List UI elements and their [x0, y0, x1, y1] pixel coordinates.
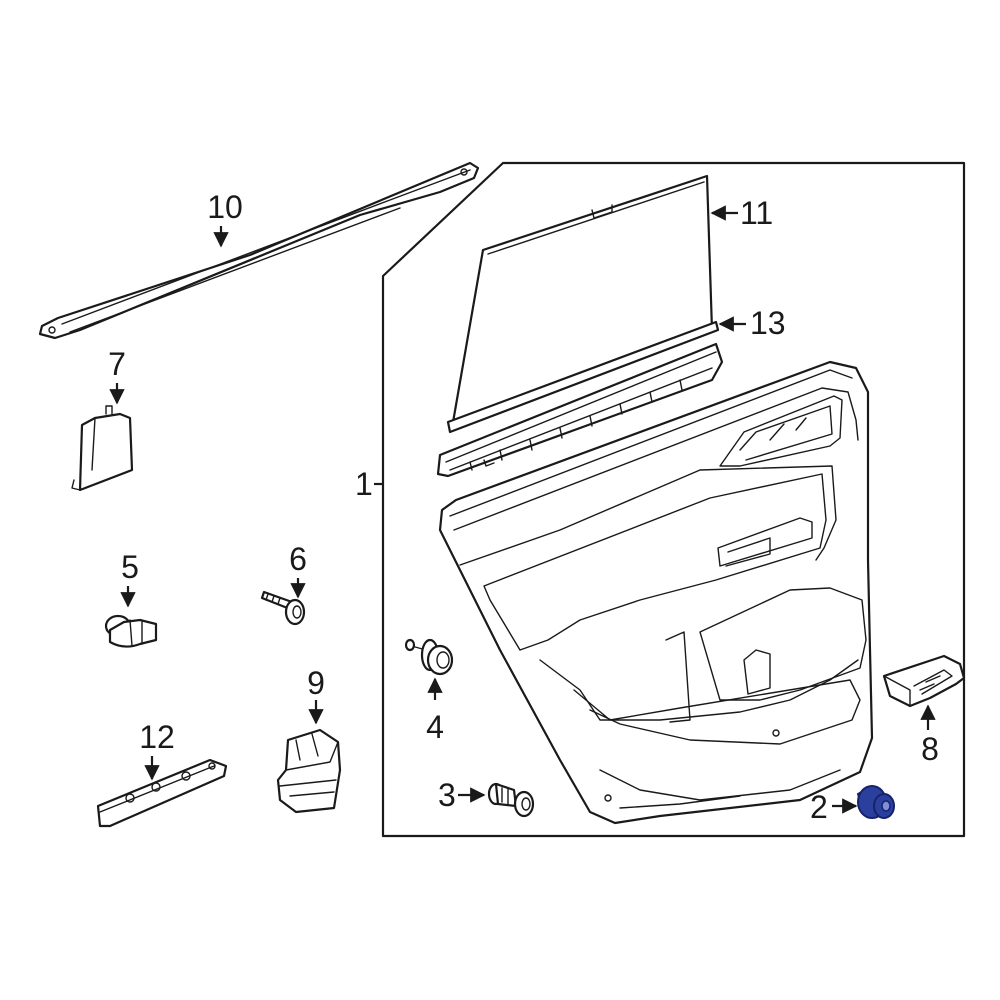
callout-2: 2	[810, 789, 828, 825]
callout-8: 8	[921, 731, 939, 767]
part-7-cover-cap[interactable]	[71, 405, 134, 492]
part-4-grommet[interactable]	[404, 638, 454, 676]
part-8-switch-bezel[interactable]	[882, 654, 966, 708]
callout-5: 5	[121, 549, 139, 585]
part-3-fastener[interactable]	[487, 782, 535, 818]
part-13-glass-seal[interactable]	[446, 320, 720, 434]
callout-13: 13	[750, 305, 786, 341]
callout-7: 7	[108, 346, 126, 382]
callout-12: 12	[139, 719, 175, 755]
part-6-screw[interactable]	[260, 590, 306, 626]
callout-3: 3	[438, 777, 456, 813]
part-1-door-panel[interactable]	[438, 360, 874, 825]
callout-9: 9	[307, 665, 325, 701]
part-2-highlighted-clip[interactable]	[856, 784, 895, 819]
part-5-clip[interactable]	[104, 614, 158, 648]
callout-1: 1	[355, 466, 373, 502]
part-12-bracket[interactable]	[96, 758, 228, 828]
part-10-belt-molding[interactable]	[38, 161, 480, 340]
callout-10: 10	[207, 189, 243, 225]
callout-4: 4	[426, 709, 444, 745]
part-9-window-switch[interactable]	[276, 728, 342, 814]
assembly-group-frame	[381, 161, 966, 838]
callout-6: 6	[289, 541, 307, 577]
window-track-rail	[436, 342, 724, 478]
callout-11: 11	[740, 195, 773, 231]
